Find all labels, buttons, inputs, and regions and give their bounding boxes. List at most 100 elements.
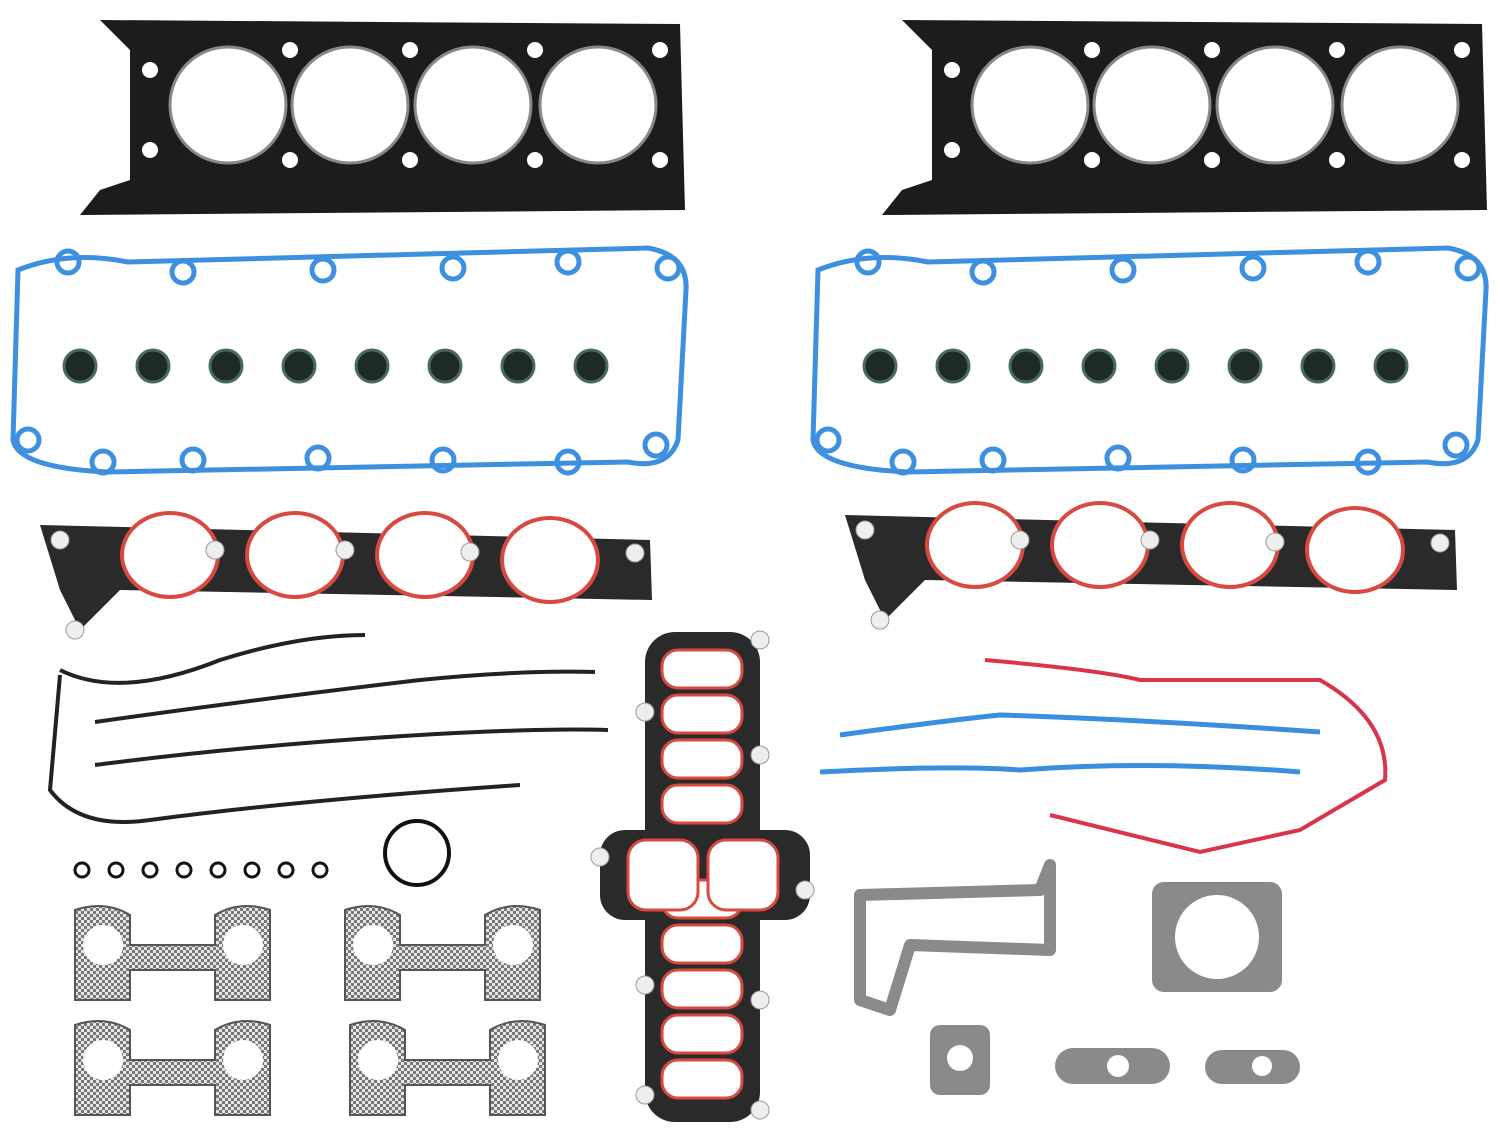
exhaust-port (83, 925, 123, 965)
bolt-grommet (1354, 448, 1382, 476)
bolt-hole (50, 530, 70, 550)
valve-stem-seal (1081, 348, 1117, 384)
exhaust-gasket-body (74, 905, 271, 1001)
bolt-grommet (1104, 444, 1132, 472)
valve-stem-seal (1008, 348, 1044, 384)
plenum-port (626, 838, 700, 912)
bolt-grommet (169, 258, 197, 286)
exhaust-manifold-gasket (349, 1020, 546, 1116)
valve-stem-seal (62, 348, 98, 384)
valve-stem-seal (1373, 348, 1409, 384)
bolt-grommet (309, 256, 337, 284)
bolt-grommet (642, 431, 670, 459)
timing-cover-gasket (94, 669, 596, 724)
plenum-port (660, 923, 744, 965)
bolt-grommet (1109, 256, 1137, 284)
plenum-port (660, 968, 744, 1010)
cylinder-bore (168, 45, 288, 165)
cylinder-bore (413, 45, 533, 165)
bolt-hole (750, 990, 770, 1010)
exhaust-port (223, 1040, 263, 1080)
bolt-hole (750, 630, 770, 650)
bolt-hole (335, 540, 355, 560)
timing-cover-gasket (59, 633, 366, 685)
head-gasket (882, 20, 1487, 215)
valve-cover-outline (810, 245, 1489, 475)
exhaust-manifold-gasket (344, 905, 541, 1001)
small-o-ring (311, 861, 329, 879)
bolt-hole (590, 847, 610, 867)
valve-stem-seal (573, 348, 609, 384)
cylinder-bore (1340, 45, 1460, 165)
exhaust-gasket-body (344, 905, 541, 1001)
bolt-hole (460, 542, 480, 562)
timing-cover-gasket-red (984, 658, 1388, 855)
bolt-hole (1329, 42, 1345, 58)
bolt-hole (1084, 152, 1100, 168)
exhaust-port (83, 1040, 123, 1080)
plenum-port (660, 1013, 744, 1055)
bolt-grommet (1229, 446, 1257, 474)
valve-stem-seal (354, 348, 390, 384)
throttle-bore (1175, 895, 1259, 979)
valve-cover-gasket (10, 245, 689, 476)
plenum-port (660, 648, 744, 690)
bolt-grommet (814, 426, 842, 454)
exhaust-manifold-gasket (74, 905, 271, 1001)
small-o-ring (107, 861, 125, 879)
bolt-hole (795, 880, 815, 900)
bolt-hole (142, 142, 158, 158)
valve-cover-gasket (810, 245, 1489, 476)
timing-cover-gasket (94, 727, 609, 767)
bolt-hole (1204, 152, 1220, 168)
bolt-hole (1204, 42, 1220, 58)
small-o-ring (243, 861, 261, 879)
bolt-hole (635, 975, 655, 995)
bolt-grommet (979, 446, 1007, 474)
bolt-grommet (89, 448, 117, 476)
intake-port (500, 516, 600, 604)
timing-cover-gasket-blue (839, 712, 1321, 738)
bolt-grommet (304, 444, 332, 472)
bolt-grommet (439, 254, 467, 282)
small-o-ring (175, 861, 193, 879)
plenum-port (660, 783, 744, 825)
bolt-hole (1140, 530, 1160, 550)
small-o-ring (73, 861, 91, 879)
bolt-grommet (179, 446, 207, 474)
exhaust-port (358, 1040, 398, 1080)
exhaust-gasket-body (349, 1020, 546, 1116)
bolt-hole (142, 62, 158, 78)
valve-stem-seal (427, 348, 463, 384)
intake-port (120, 511, 220, 599)
bolt-hole (1454, 42, 1470, 58)
iac-port (947, 1045, 973, 1071)
bolt-hole (527, 42, 543, 58)
head-gasket (80, 20, 685, 215)
valve-stem-seal (135, 348, 171, 384)
bolt-hole (1329, 152, 1345, 168)
bolt-hole (750, 1100, 770, 1120)
bolt-hole (855, 520, 875, 540)
intake-port (375, 511, 475, 599)
valve-stem-seal (935, 348, 971, 384)
exhaust-manifold-gasket (74, 1020, 271, 1116)
plenum-port (660, 738, 744, 780)
bolt-grommet (14, 426, 42, 454)
exhaust-port (223, 925, 263, 965)
bolt-grommet (429, 446, 457, 474)
bolt-grommet (969, 258, 997, 286)
intake-port (1050, 501, 1150, 589)
bolt-hole (635, 1085, 655, 1105)
cylinder-bore (1092, 45, 1212, 165)
exhaust-port (353, 925, 393, 965)
bolt-hole (205, 540, 225, 560)
bolt-grommet (1354, 248, 1382, 276)
bolt-hole (402, 42, 418, 58)
bolt-hole (1010, 530, 1030, 550)
small-o-ring (141, 861, 159, 879)
bolt-grommet (654, 254, 682, 282)
intake-port (245, 511, 345, 599)
cylinder-bore (538, 45, 658, 165)
